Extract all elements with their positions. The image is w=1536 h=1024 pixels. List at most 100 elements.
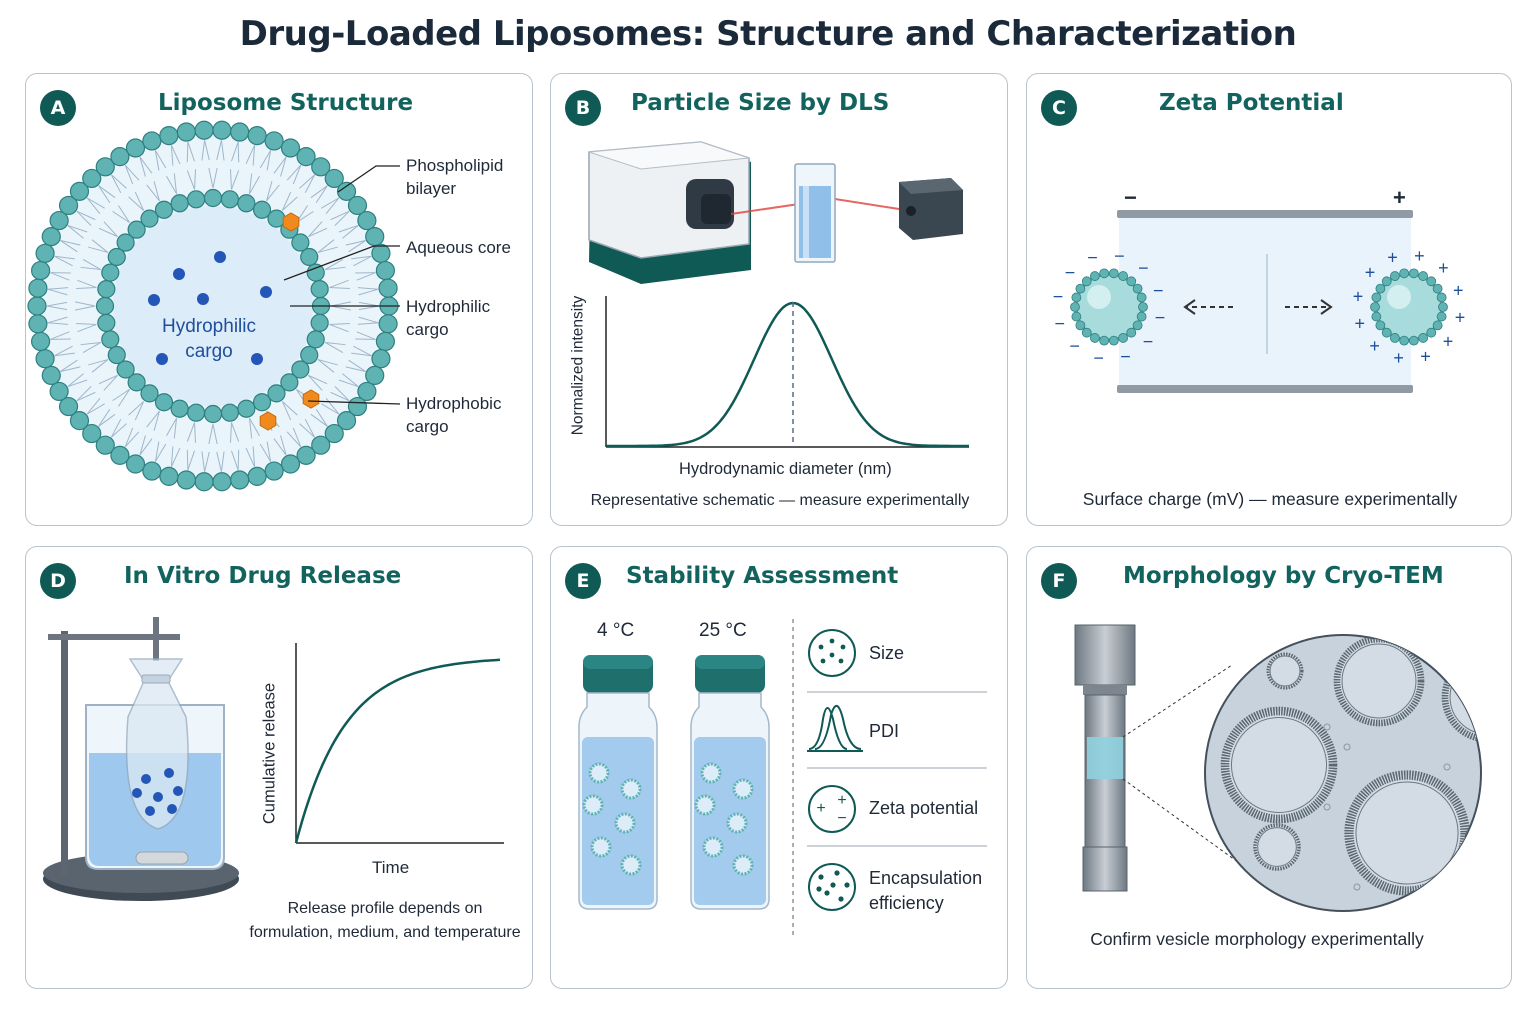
released-drug-dot xyxy=(145,806,155,816)
svg-text:−: − xyxy=(1120,346,1131,366)
panel-drug-release: D In Vitro Drug Release Cumulative relea… xyxy=(25,546,533,989)
panel-zeta-potential: C Zeta Potential −−−−−−−−−−−−+++++++++++… xyxy=(1026,73,1512,526)
svg-text:+: + xyxy=(1455,307,1466,327)
panel-d-title: In Vitro Drug Release xyxy=(124,563,402,589)
svg-text:+: + xyxy=(1443,331,1454,351)
hydrophobic-cargo-hex xyxy=(302,389,320,409)
hydrophobic-cargo-hex xyxy=(282,212,300,232)
released-drug-dot xyxy=(141,774,151,784)
panel-particle-size: B Particle Size by DLS Normalized xyxy=(550,73,1008,526)
panel-cryo-tem: F Morphology by Cryo-TEM Confirm vesicle… xyxy=(1026,546,1512,989)
released-drug-dot xyxy=(153,792,163,802)
svg-text:−: − xyxy=(1093,348,1104,368)
svg-text:+: + xyxy=(1420,346,1431,366)
panel-d-badge: D xyxy=(40,563,76,599)
released-drug-dot xyxy=(173,786,183,796)
panel-c-badge: C xyxy=(1041,90,1077,126)
panel-a-badge: A xyxy=(40,90,76,126)
vesicle xyxy=(1253,823,1301,871)
sample-vial xyxy=(578,655,658,910)
electrode-plus-label: + xyxy=(1393,185,1406,210)
hydrophilic-cargo-dot xyxy=(148,294,160,306)
hydrophilic-cargo-dot xyxy=(251,353,263,365)
panel-f-title: Morphology by Cryo-TEM xyxy=(1123,563,1444,589)
hydrophilic-cargo-dot xyxy=(260,286,272,298)
svg-text:+: + xyxy=(1393,348,1404,368)
positive-electrode xyxy=(1117,385,1413,393)
sample-vial xyxy=(690,655,770,910)
release-curve xyxy=(294,658,501,844)
dls-caption: Representative schematic — measure exper… xyxy=(590,492,970,509)
dls-xlabel: Hydrodynamic diameter (nm) xyxy=(679,460,892,478)
vesicle xyxy=(1441,651,1481,743)
dls-instrument xyxy=(588,141,751,284)
svg-text:+: + xyxy=(1369,336,1380,356)
svg-text:−: − xyxy=(1065,263,1076,283)
svg-text:+: + xyxy=(837,792,846,809)
svg-text:−: − xyxy=(1069,336,1080,356)
vesicle xyxy=(1344,770,1470,896)
svg-text:+: + xyxy=(1365,263,1376,283)
svg-text:−: − xyxy=(1153,280,1164,300)
panel-c-title: Zeta Potential xyxy=(1159,90,1344,116)
panel-a-title: Liposome Structure xyxy=(158,90,414,116)
page-title: Drug-Loaded Liposomes: Structure and Cha… xyxy=(239,14,1297,54)
vesicle xyxy=(1333,635,1425,727)
stability-illustration: + +− xyxy=(578,619,987,937)
svg-text:−: − xyxy=(1155,307,1166,327)
label-aqueous-core: Aqueous core xyxy=(406,238,511,257)
vesicle xyxy=(1266,652,1304,690)
svg-text:−: − xyxy=(1114,246,1125,266)
svg-text:+: + xyxy=(1438,258,1449,278)
negative-electrode xyxy=(1117,210,1413,218)
svg-text:+: + xyxy=(1387,248,1398,268)
hydrophilic-cargo-dot xyxy=(214,251,226,263)
released-drug-dot xyxy=(167,804,177,814)
panel-e-title: Stability Assessment xyxy=(626,563,899,589)
panel-b-title: Particle Size by DLS xyxy=(631,90,890,116)
cryo-tem-illustration xyxy=(1074,624,1482,912)
hydrophobic-cargo-hex xyxy=(259,411,277,431)
hydrophilic-cargo-dot xyxy=(156,353,168,365)
temp-4c-label: 4 °C xyxy=(597,620,635,641)
dls-illustration xyxy=(588,141,969,448)
svg-text:+: + xyxy=(1354,314,1365,334)
param-zeta: Zeta potential xyxy=(869,798,979,818)
size-distribution-curve xyxy=(606,301,969,448)
electrode-minus-label: − xyxy=(1124,185,1137,210)
svg-text:−: − xyxy=(1054,314,1065,334)
param-pdi: PDI xyxy=(869,721,900,741)
cryo-tem-caption: Confirm vesicle morphology experimentall… xyxy=(1090,929,1424,949)
released-drug-dot xyxy=(132,788,142,798)
svg-text:−: − xyxy=(837,810,846,827)
release-illustration xyxy=(43,617,504,901)
svg-text:+: + xyxy=(816,800,825,817)
release-xlabel: Time xyxy=(372,858,410,877)
temp-25c-label: 25 °C xyxy=(699,620,747,641)
hydrophilic-cargo-dot xyxy=(197,293,209,305)
param-size: Size xyxy=(869,643,905,663)
release-ylabel: Cumulative release xyxy=(260,682,279,825)
svg-text:+: + xyxy=(1453,280,1464,300)
bilayer-heads xyxy=(27,120,399,492)
svg-text:−: − xyxy=(1138,258,1149,278)
svg-text:−: − xyxy=(1087,248,1098,268)
svg-text:+: + xyxy=(1414,246,1425,266)
dls-ylabel: Normalized intensity xyxy=(569,295,587,436)
hydrophilic-cargo-dot xyxy=(173,268,185,280)
panel-e-badge: E xyxy=(565,563,601,599)
vesicle xyxy=(1220,706,1338,824)
svg-text:+: + xyxy=(1353,287,1364,307)
svg-text:−: − xyxy=(1143,331,1154,351)
detector xyxy=(899,178,963,240)
panel-stability: E Stability Assessment + +− 4 °C 25 °C Si… xyxy=(550,546,1008,989)
svg-text:−: − xyxy=(1053,287,1064,307)
cuvette xyxy=(794,163,836,263)
zeta-illustration: −−−−−−−−−−−−++++++++++++ xyxy=(1053,210,1466,393)
